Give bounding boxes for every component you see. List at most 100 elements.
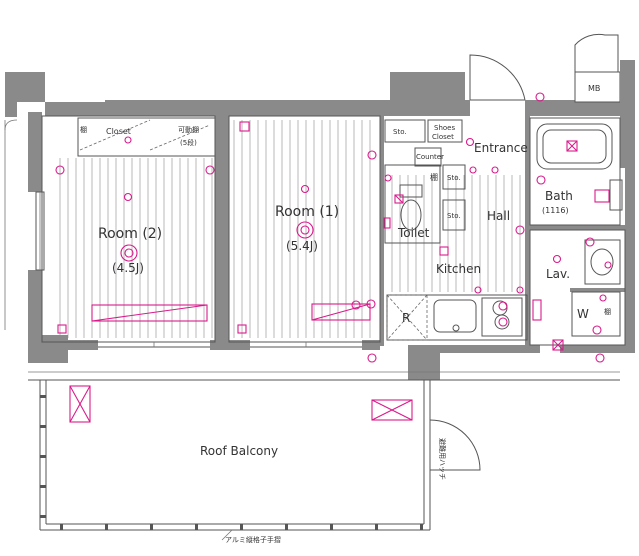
bath-size-label: (1116) <box>542 206 569 215</box>
storage-label-low: Sto. <box>447 212 461 220</box>
kitchen-label: Kitchen <box>436 262 481 276</box>
room1-light-inner-icon <box>300 225 310 235</box>
hall-switch-icon <box>469 166 477 174</box>
walls <box>5 60 635 380</box>
counter-label: Counter <box>416 153 444 161</box>
room1-size-label: (5.4J) <box>286 239 318 253</box>
washer-pan-icon <box>571 291 621 337</box>
room1-label: Room (1) <box>275 204 339 220</box>
fridge-space <box>386 294 428 341</box>
room1-flooring <box>233 120 371 338</box>
railing-post <box>420 524 423 530</box>
lav-mirror-icon <box>532 299 542 321</box>
room1-panel-icon <box>239 121 250 132</box>
bath-drain-icon <box>566 140 578 152</box>
lav-heater-icon <box>552 339 564 351</box>
roof-balcony: Roof Balcony アルミ縦格子手摺 避難用ハッチ <box>28 371 620 544</box>
railing-label: アルミ縦格子手摺 <box>225 535 281 544</box>
toilet-bowl-icon <box>400 199 422 231</box>
room2: Room (2) (4.5J) <box>41 115 216 348</box>
railing-post <box>240 524 243 530</box>
stove-icon <box>481 297 523 337</box>
bathtub-icon <box>536 123 613 170</box>
kitchen-light-icon <box>516 286 524 294</box>
evacuation-hatch-label: 避難用ハッチ <box>438 438 447 480</box>
toilet-remote-icon <box>383 217 391 229</box>
entrance-light-icon <box>465 137 475 147</box>
kitchen-flooring <box>391 175 521 292</box>
lav-light-icon <box>552 254 562 264</box>
toilet-label: Toilet <box>397 226 430 240</box>
railing-post <box>40 455 46 458</box>
lav-label: Lav. <box>546 267 570 281</box>
toilet-tank-icon <box>399 184 423 198</box>
railing-posts <box>40 395 423 530</box>
closet-label: Closet <box>106 127 131 136</box>
movable-shelf-label: 可動棚 <box>178 125 199 134</box>
room1-door-switch-icon <box>367 150 377 160</box>
room2-size-label: (4.5J) <box>112 261 144 275</box>
vanity-outlet-icon <box>604 261 612 269</box>
toilet-fan-icon <box>384 174 392 182</box>
railing-post <box>375 524 378 530</box>
vanity-light-icon <box>585 237 595 247</box>
bathroom: Bath (1116) <box>529 117 623 226</box>
lav-shelf-mark: 棚 <box>604 307 611 316</box>
room2-tv-outlet-icon <box>57 324 67 334</box>
room2-label: Room (2) <box>98 226 162 242</box>
room1-switch-icon <box>351 300 361 310</box>
outdoor-unit-icon-2 <box>371 399 413 421</box>
shoes-closet-label-2: Closet <box>432 133 454 141</box>
toilet-outlet-icon <box>394 194 404 204</box>
kitchen: Kitchen R <box>367 246 528 363</box>
washer-label: W <box>577 307 589 321</box>
room2-closet: 棚 Closet 可動棚 (5段) <box>77 117 216 157</box>
shoes-closet-label-1: Shoes <box>434 124 455 132</box>
entrance-door <box>469 33 619 101</box>
stove-burner-icon <box>498 317 508 327</box>
railing-post <box>285 524 288 530</box>
outdoor-unit-icon-1 <box>69 385 91 423</box>
railing-post <box>40 515 46 518</box>
kitchen-switch-icon <box>367 353 377 363</box>
washer-drain-icon <box>592 325 602 335</box>
railing-post <box>60 524 63 530</box>
evacuation-hatch-text: 避難用ハッチ <box>438 438 447 480</box>
kitchen-sink-icon <box>433 299 477 333</box>
room1: Room (1) (5.4J) <box>228 115 381 348</box>
railing-post <box>40 485 46 488</box>
railing-post <box>40 395 46 398</box>
kitchen-panel-icon <box>439 246 449 256</box>
room2-aircon-icon <box>91 304 208 322</box>
washer-faucet-icon <box>599 294 607 302</box>
railing-post <box>150 524 153 530</box>
roof-balcony-label: Roof Balcony <box>200 444 278 458</box>
storage-label-top: Sto. <box>393 128 407 136</box>
kitchen-outlet-icon <box>474 286 482 294</box>
room2-switch-icon <box>55 165 65 175</box>
mb-label: MB <box>588 84 600 93</box>
doorbell-icon <box>535 92 545 102</box>
closet-shelf-mark: 棚 <box>80 125 87 134</box>
room2-smoke-detector-icon <box>123 192 133 202</box>
room1-ceiling-light-icon <box>296 221 314 239</box>
room2-ceiling-light-icon <box>120 244 138 262</box>
entrance-label: Entrance <box>474 141 528 155</box>
room1-aircon-icon <box>311 303 371 321</box>
toilet-shelf-mark: 棚 <box>430 172 438 182</box>
range-hood-icon <box>498 301 508 311</box>
closet-light-icon <box>124 136 132 144</box>
hall-label: Hall <box>487 209 510 223</box>
railing-post <box>195 524 198 530</box>
room2-outlet-icon <box>205 165 215 175</box>
hall-outlet-icon <box>515 225 525 235</box>
railing-post <box>330 524 333 530</box>
vanity-icon <box>584 239 621 285</box>
room1-smoke-detector-icon <box>300 184 310 194</box>
room1-tv-outlet-icon <box>237 324 247 334</box>
storage-area: Sto. Shoes Closet Counter Sto. Sto. Entr… <box>384 92 545 235</box>
room2-light-inner-icon <box>124 248 134 258</box>
lavatory: Lav. W 棚 <box>529 229 626 363</box>
bath-light-icon <box>536 175 546 185</box>
